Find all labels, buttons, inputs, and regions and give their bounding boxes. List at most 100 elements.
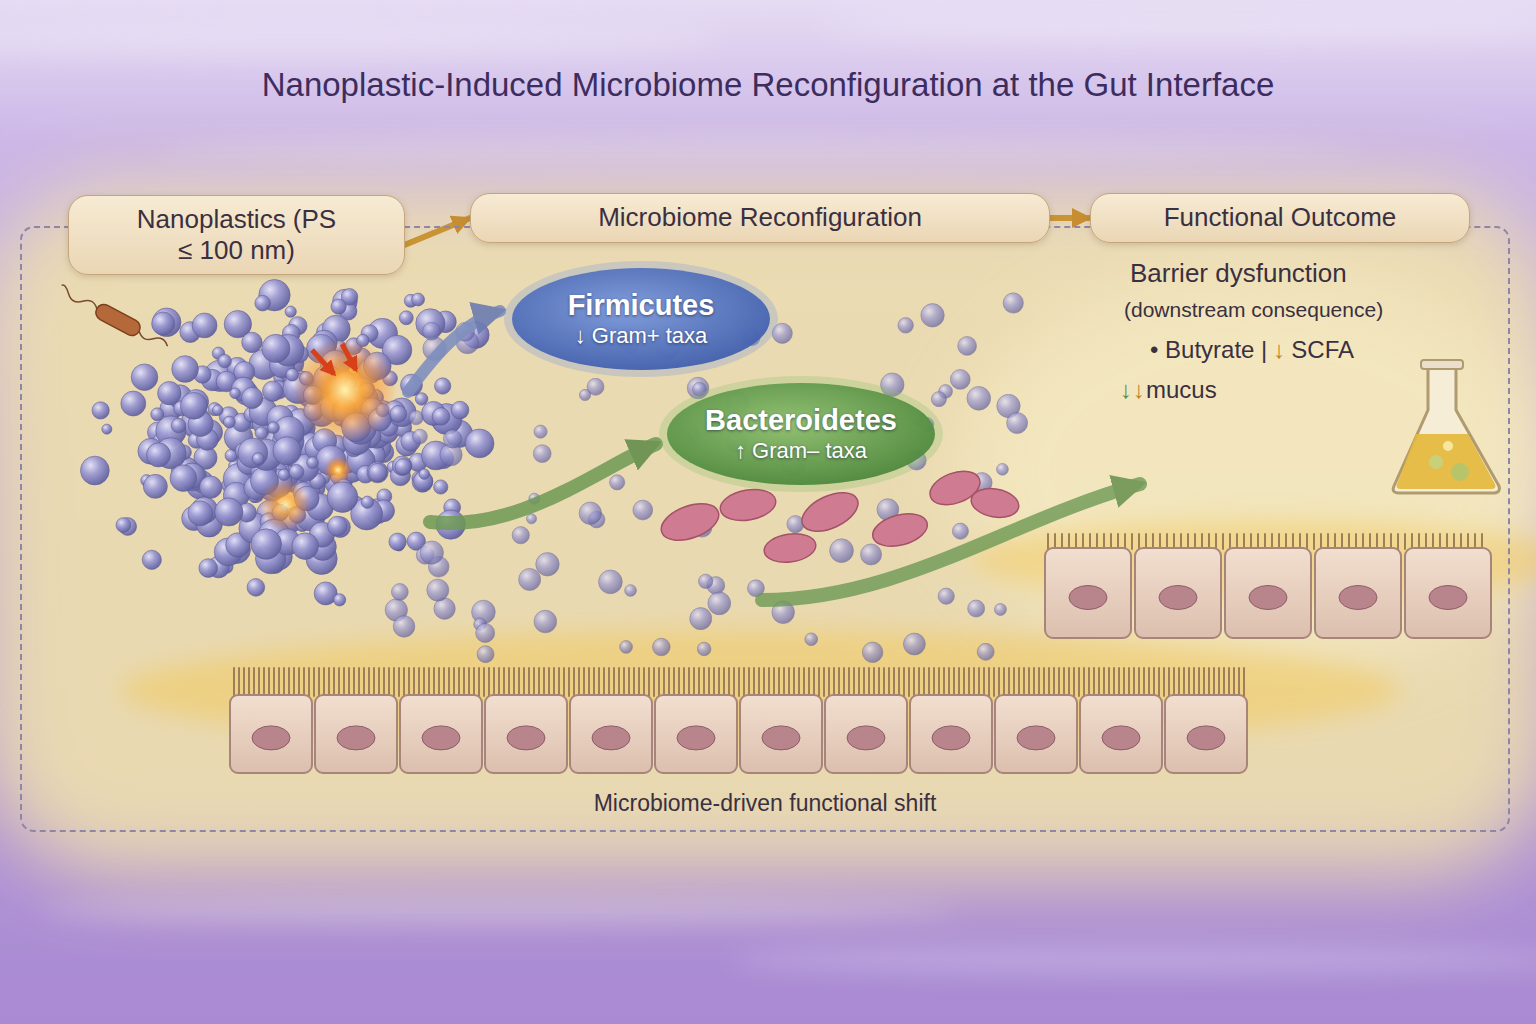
cell-nucleus [677, 726, 715, 750]
epithelial-cell [825, 695, 907, 773]
particle [708, 592, 731, 615]
cell-nucleus [1069, 586, 1107, 610]
epithelial-cell [740, 695, 822, 773]
microvillus [1271, 534, 1273, 549]
particle [395, 459, 411, 475]
microvillus [248, 668, 250, 696]
microvillus [738, 668, 740, 696]
node-label: Nanoplastics (PS ≤ 100 nm) [134, 204, 339, 266]
microvillus [1218, 668, 1220, 696]
particle [968, 600, 985, 617]
microvillus [1123, 668, 1125, 696]
microvillus [533, 668, 535, 696]
microvillus [568, 668, 570, 696]
microvillus [1173, 534, 1175, 549]
microvillus [358, 668, 360, 696]
particle [579, 502, 601, 524]
particle [252, 453, 264, 465]
microvillus [333, 668, 335, 696]
process-box: Nanoplastics (PS ≤ 100 nm) [68, 195, 405, 275]
cell-nucleus [1102, 726, 1140, 750]
microvillus [293, 668, 295, 696]
microvillus [1215, 534, 1217, 549]
microvillus [1166, 534, 1168, 549]
ellipse-fill [667, 383, 935, 485]
microvillus [1362, 534, 1364, 549]
microvillus [598, 668, 600, 696]
particle [1007, 412, 1028, 433]
microvillus [418, 668, 420, 696]
microvillus [753, 668, 755, 696]
particle [361, 496, 373, 508]
label-row: Barrier dysfunction [1130, 258, 1347, 289]
particle [534, 425, 547, 438]
microvillus [538, 668, 540, 696]
particle [151, 408, 164, 421]
epithelial-cell [1135, 548, 1221, 638]
particle [188, 501, 213, 526]
bacterium [969, 485, 1021, 521]
microvillus [308, 668, 310, 696]
microvillus [303, 668, 305, 696]
microvillus [1148, 668, 1150, 696]
particle [102, 424, 112, 434]
particle [223, 416, 235, 428]
microvillus [1063, 668, 1065, 696]
microvillus [918, 668, 920, 696]
particle [861, 544, 882, 565]
cell-nucleus [592, 726, 630, 750]
cell-nucleus [847, 726, 885, 750]
microvillus [1306, 534, 1308, 549]
microvillus [1096, 534, 1098, 549]
microvillus [1264, 534, 1266, 549]
bacterium [869, 508, 931, 551]
particle [152, 308, 181, 337]
particle [536, 553, 559, 576]
particle [278, 469, 290, 481]
microvillus [1061, 534, 1063, 549]
particle [121, 391, 146, 416]
microvillus [413, 668, 415, 696]
particle [952, 523, 968, 539]
process-box: Microbiome Reconfiguration [470, 193, 1050, 243]
particle [131, 364, 158, 391]
particle [92, 402, 109, 419]
microvillus [263, 668, 265, 696]
process-box: Functional Outcome [1090, 193, 1470, 243]
particle [898, 318, 914, 334]
microvillus [1124, 534, 1126, 549]
particle [192, 313, 217, 338]
label-row: ↓↓mucus [1120, 376, 1217, 404]
taxon-ellipse: Firmicutes↓ Gram+ taxa [510, 266, 772, 372]
microvillus [1138, 668, 1140, 696]
microvillus [1425, 534, 1427, 549]
particle [805, 633, 818, 646]
microvillus [1073, 668, 1075, 696]
microvillus [1183, 668, 1185, 696]
rod-bacterium [56, 282, 171, 353]
particle [230, 388, 241, 399]
microvillus [1043, 668, 1045, 696]
microvillus [613, 668, 615, 696]
particle [143, 474, 167, 498]
microvillus [518, 668, 520, 696]
particle [697, 642, 711, 656]
particle [465, 429, 494, 458]
microvillus [328, 668, 330, 696]
cell-nucleus [1429, 586, 1467, 610]
microvillus [273, 668, 275, 696]
particle [389, 533, 406, 550]
microvillus [578, 668, 580, 696]
particle [170, 465, 197, 492]
microvillus [1203, 668, 1205, 696]
microvillus [493, 668, 495, 696]
flow-arrow [405, 218, 470, 245]
microvillus [1153, 668, 1155, 696]
microvillus [653, 668, 655, 696]
microvillus [1313, 534, 1315, 549]
particle [921, 304, 944, 327]
microvillus [993, 668, 995, 696]
microvillus [283, 668, 285, 696]
microvillus [988, 668, 990, 696]
